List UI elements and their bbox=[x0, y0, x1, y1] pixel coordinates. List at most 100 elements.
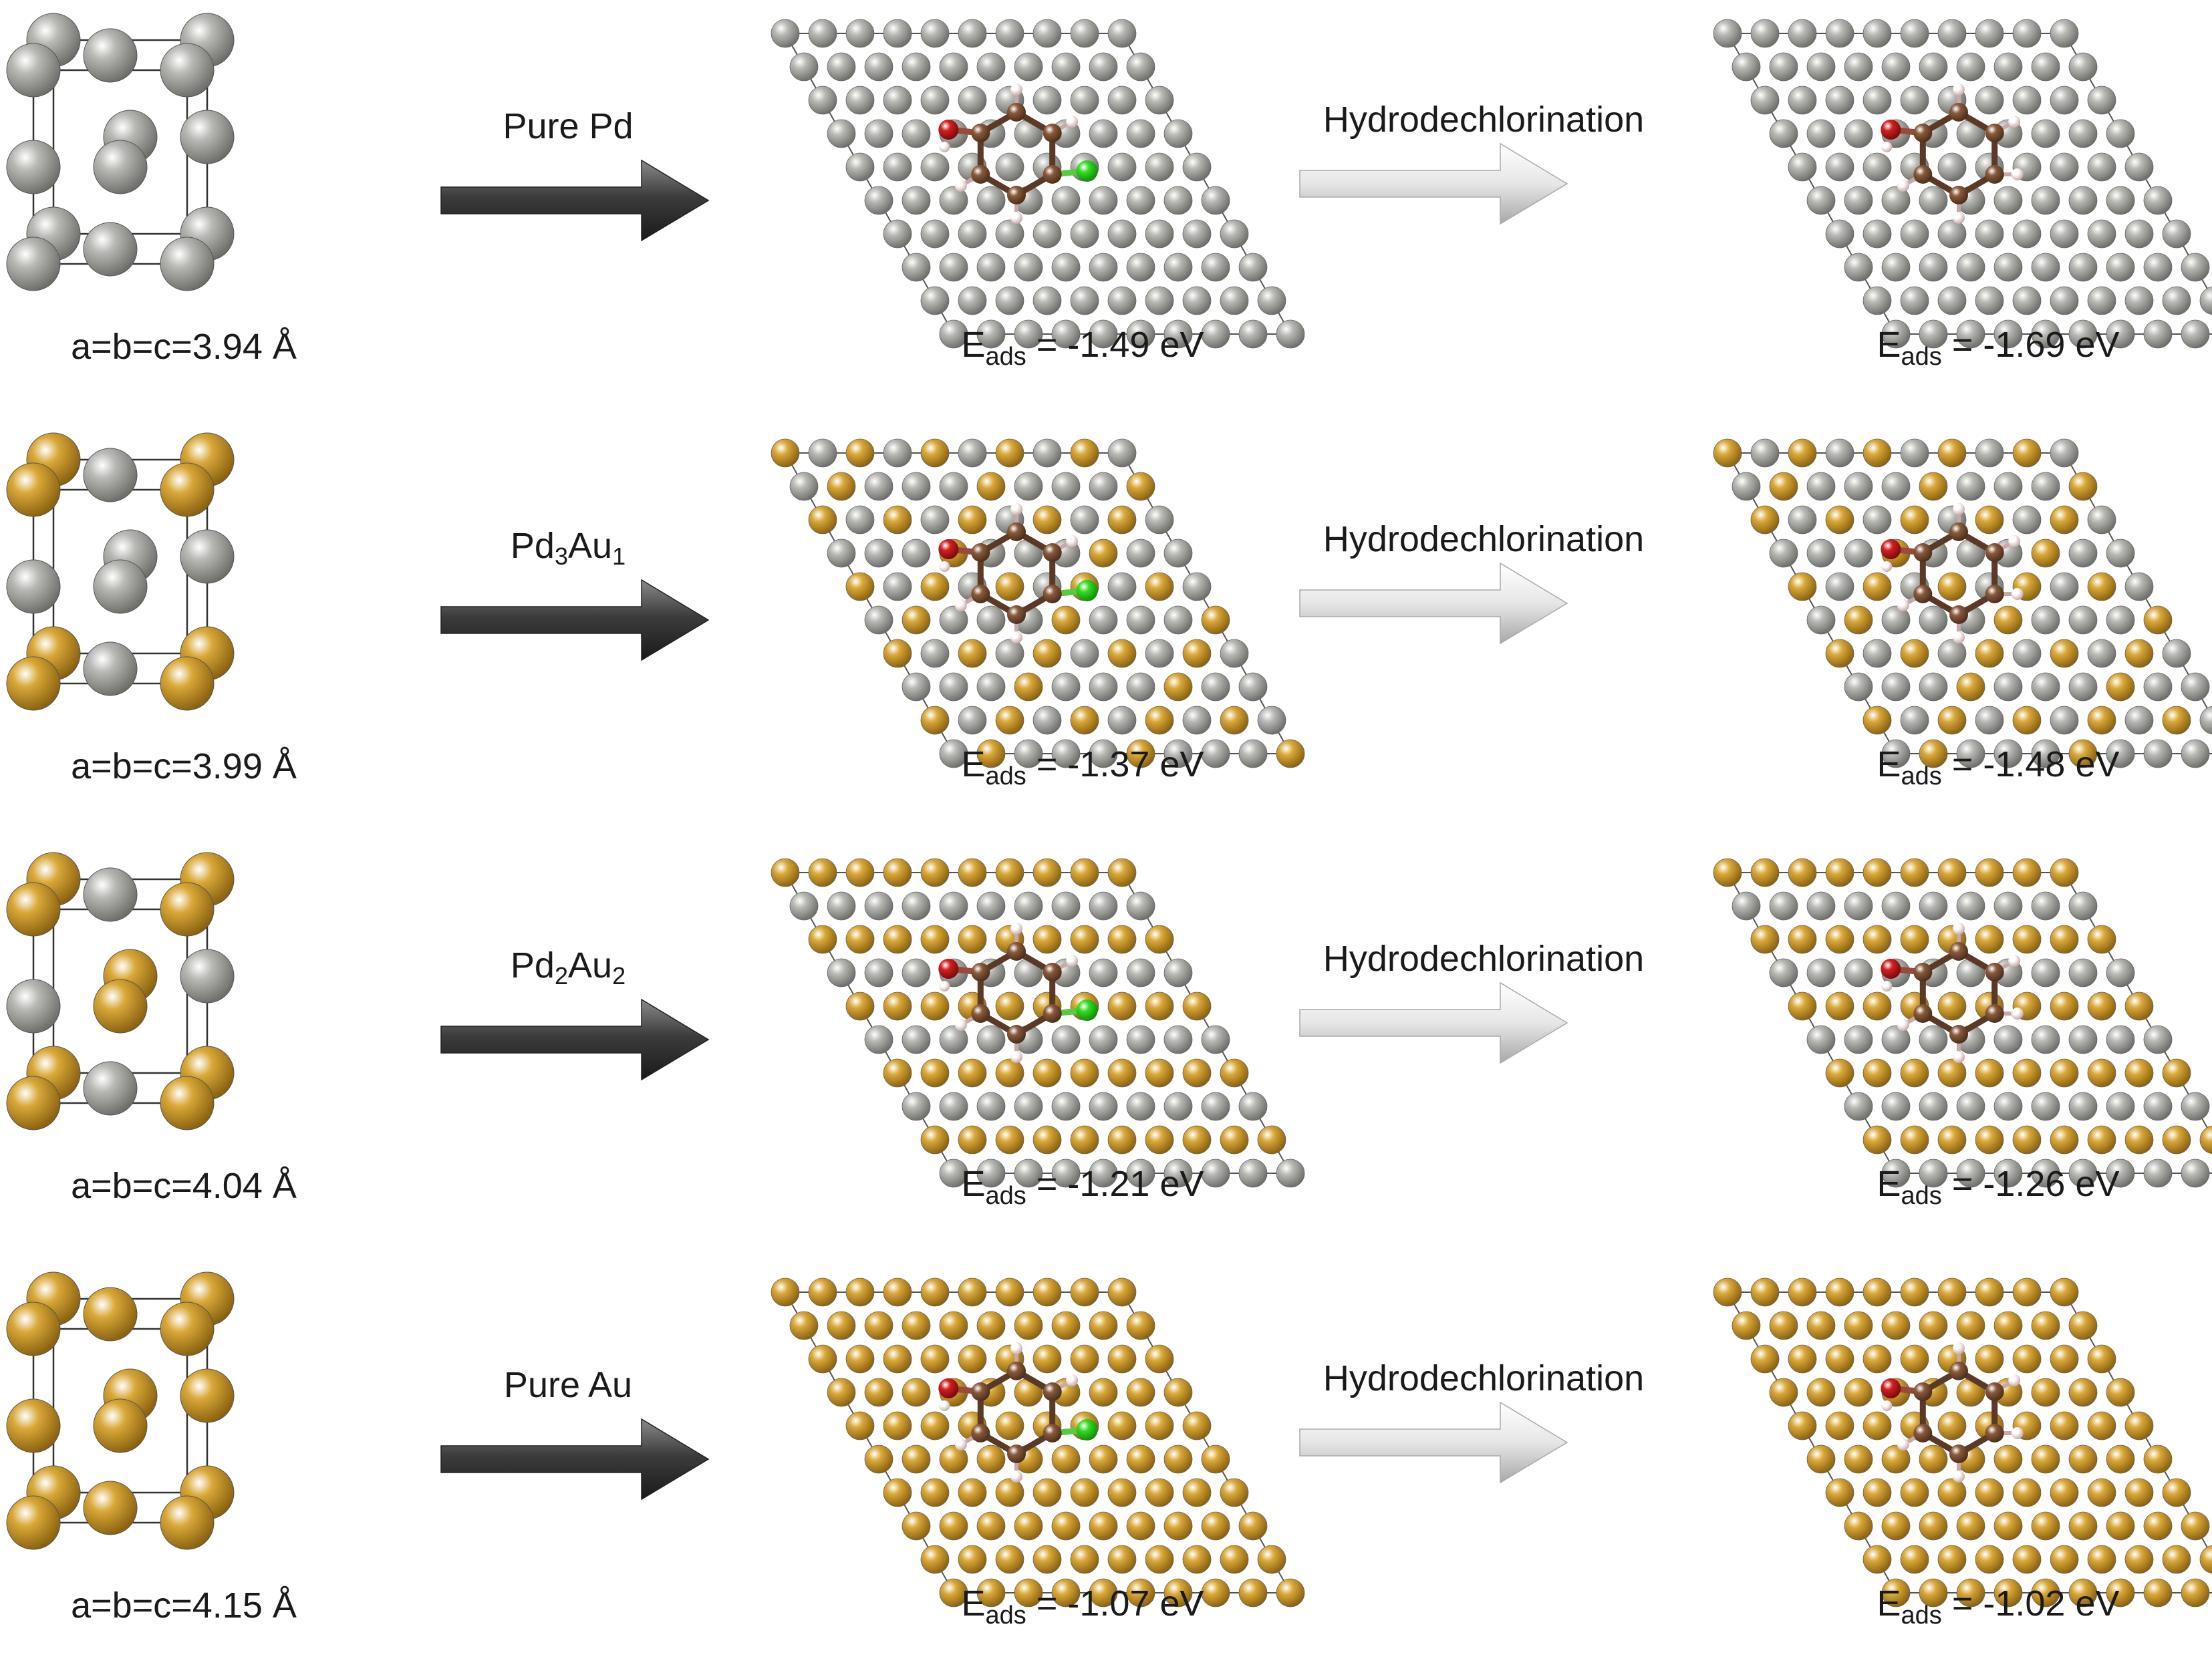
pd-surface-atom bbox=[1937, 639, 1967, 668]
pd-surface-atom bbox=[902, 1092, 931, 1121]
au-surface-atom bbox=[1862, 1411, 1892, 1440]
au-surface-atom bbox=[2143, 605, 2173, 635]
pd-surface-atom bbox=[1975, 19, 2004, 48]
carbon-atom bbox=[1949, 1025, 1968, 1044]
pd-surface-atom bbox=[1014, 52, 1043, 82]
au-surface-atom bbox=[1107, 1411, 1137, 1440]
pd-surface-atom bbox=[827, 119, 856, 148]
pd-surface-atom bbox=[1732, 891, 1761, 921]
au-surface-atom bbox=[1182, 639, 1212, 668]
pd-surface-atom bbox=[920, 219, 950, 249]
au-surface-atom bbox=[2012, 1478, 2042, 1507]
pd-surface-atom bbox=[2124, 219, 2154, 249]
au-surface-atom bbox=[2031, 1578, 2060, 1608]
au-surface-atom bbox=[1937, 706, 1967, 735]
pd-corner-atom bbox=[160, 237, 215, 291]
carbon-atom bbox=[1949, 1444, 1968, 1463]
catalyst-label: Pure Au bbox=[428, 1364, 708, 1406]
au-surface-atom bbox=[2012, 1545, 2042, 1574]
catalyst-subscript: 2 bbox=[554, 962, 568, 989]
pd-surface-atom bbox=[1089, 1159, 1118, 1188]
hydrodechlorination-arrow bbox=[1299, 981, 1568, 1064]
catalyst-name: Pd bbox=[510, 945, 555, 985]
pd-surface-atom bbox=[1900, 286, 1929, 315]
pd-surface-atom bbox=[1032, 706, 1062, 735]
carbon-atom bbox=[971, 543, 990, 562]
au-face-atom bbox=[83, 1287, 138, 1342]
pd-surface-atom bbox=[939, 186, 968, 215]
eads-subscript: ads bbox=[985, 1182, 1026, 1210]
pd-surface-atom bbox=[1844, 891, 1873, 921]
carbon-atom bbox=[1913, 543, 1933, 562]
eads-symbol: E bbox=[1877, 325, 1901, 365]
pd-surface-atom bbox=[1051, 672, 1081, 702]
au-surface-atom bbox=[1900, 1058, 1929, 1088]
eads-value: = -1.49 eV bbox=[1026, 325, 1204, 365]
pd-surface-atom bbox=[920, 639, 950, 668]
au-surface-atom bbox=[1919, 1511, 1948, 1541]
au-surface-atom bbox=[902, 605, 931, 635]
pd-surface-atom bbox=[845, 152, 875, 182]
au-surface-atom bbox=[2087, 1344, 2116, 1374]
hydrogen-atom bbox=[1881, 142, 1893, 152]
pd-surface-atom bbox=[1051, 1025, 1081, 1054]
au-surface-atom bbox=[1182, 1545, 1212, 1574]
au-surface-atom bbox=[1956, 1511, 1985, 1541]
pd-surface-atom bbox=[1032, 219, 1062, 249]
pd-surface-atom bbox=[864, 52, 893, 82]
pd-surface-atom bbox=[2143, 1025, 2173, 1054]
pd-surface-atom bbox=[2031, 1092, 2060, 1121]
pd-surface-atom bbox=[958, 86, 987, 115]
pd-surface-atom bbox=[883, 19, 912, 48]
au-surface-atom bbox=[2031, 1511, 2060, 1541]
carbon-atom bbox=[1043, 124, 1062, 142]
au-surface-atom bbox=[2162, 1058, 2191, 1088]
oxygen-atom bbox=[1881, 1378, 1901, 1398]
au-surface-atom bbox=[1032, 505, 1062, 535]
au-surface-atom bbox=[1862, 925, 1892, 954]
pd-surface-atom bbox=[1051, 52, 1081, 82]
pd-surface-atom bbox=[1145, 639, 1174, 668]
pd-surface-atom bbox=[1825, 438, 1854, 468]
pd-surface-atom bbox=[1769, 539, 1798, 568]
pd-surface-atom bbox=[1032, 86, 1062, 115]
pd-surface-atom bbox=[2199, 706, 2212, 735]
au-surface-atom bbox=[1937, 438, 1967, 468]
au-surface-atom bbox=[2068, 1378, 2098, 1407]
pd-surface-atom bbox=[2087, 505, 2116, 535]
carbon-atom bbox=[1913, 963, 1933, 981]
pd-corner-atom bbox=[6, 43, 61, 98]
pd-surface-atom bbox=[939, 605, 968, 635]
au-surface-atom bbox=[2012, 858, 2042, 887]
pd-surface-atom bbox=[864, 539, 893, 568]
pd-surface-atom bbox=[2087, 219, 2116, 249]
pd-surface-atom bbox=[1201, 186, 1230, 215]
pd-surface-atom bbox=[1276, 319, 1305, 349]
pd-face-atom bbox=[83, 867, 138, 922]
au-surface-atom bbox=[1919, 1578, 1948, 1608]
au-surface-atom bbox=[2143, 1511, 2173, 1541]
au-surface-atom bbox=[1089, 1444, 1118, 1474]
hydrogen-atom bbox=[1897, 1019, 1909, 1031]
pd-face-atom bbox=[6, 140, 61, 194]
au-surface-atom bbox=[1937, 1277, 1967, 1307]
au-surface-atom bbox=[2012, 706, 2042, 735]
au-surface-atom bbox=[1201, 605, 1230, 635]
au-surface-atom bbox=[2162, 706, 2191, 735]
au-surface-atom bbox=[1713, 438, 1742, 468]
pd-surface-atom bbox=[1089, 605, 1118, 635]
pd-surface-atom bbox=[1126, 319, 1155, 349]
au-surface-atom bbox=[1900, 505, 1929, 535]
au-surface-atom bbox=[958, 1058, 987, 1088]
au-surface-atom bbox=[939, 1511, 968, 1541]
pd-surface-atom bbox=[1844, 52, 1873, 82]
au-surface-atom bbox=[958, 1545, 987, 1574]
pd-surface-atom bbox=[1163, 319, 1193, 349]
pd-surface-atom bbox=[920, 152, 950, 182]
au-surface-atom bbox=[1145, 1125, 1174, 1155]
pd-surface-atom bbox=[1844, 672, 1873, 702]
pd-surface-atom bbox=[883, 86, 912, 115]
au-surface-atom bbox=[1825, 991, 1854, 1021]
pd-surface-atom bbox=[1806, 472, 1836, 501]
au-surface-atom bbox=[1806, 1444, 1836, 1474]
